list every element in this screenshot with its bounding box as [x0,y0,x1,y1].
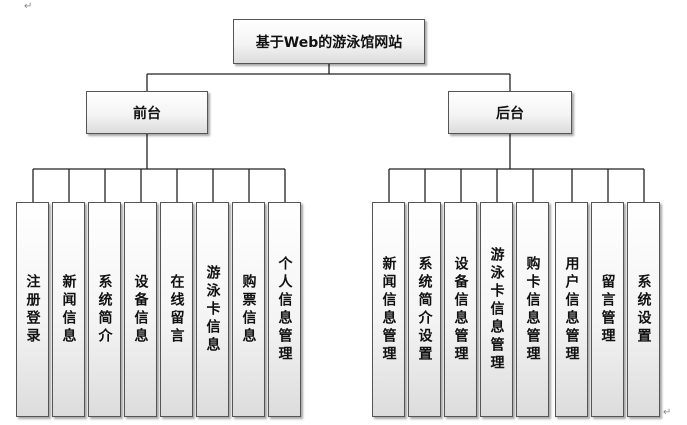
front-module-node: 游泳卡信息 [196,202,229,417]
root-node: 基于Web的游泳馆网站 [233,19,425,64]
front-module-label: 游泳卡信息 [204,264,221,355]
back-module-label: 购卡信息管理 [524,255,541,364]
front-module-node: 在线留言 [160,202,193,417]
back-module-node: 系统简介设置 [408,202,441,417]
front-module-label: 在线留言 [168,273,185,346]
paragraph-mark-icon: ↵ [663,407,672,418]
front-module-label: 设备信息 [132,273,149,346]
front-module-node: 个人信息管理 [268,202,301,417]
back-module-node: 用户信息管理 [555,202,588,417]
front-module-label: 新闻信息 [60,273,77,346]
back-module-node: 设备信息管理 [444,202,477,417]
front-module-node: 注册登录 [16,202,49,417]
back-module-label: 系统设置 [635,273,652,346]
front-module-node: 新闻信息 [52,202,85,417]
back-module-node: 游泳卡信息管理 [480,202,513,417]
back-module-node: 系统设置 [627,202,660,417]
paragraph-mark-icon: ↵ [24,1,33,12]
back-module-node: 留言管理 [591,202,624,417]
back-module-label: 设备信息管理 [452,255,469,364]
back-module-label: 用户信息管理 [563,255,580,364]
back-module-label: 游泳卡信息管理 [488,246,505,373]
back-module-label: 留言管理 [599,273,616,346]
back-branch-node: 后台 [448,91,572,134]
front-module-label: 购票信息 [240,273,257,346]
front-module-node: 系统简介 [88,202,121,417]
front-module-label: 注册登录 [24,273,41,346]
back-module-label: 新闻信息管理 [380,255,397,364]
front-module-label: 系统简介 [96,273,113,346]
front-branch-node: 前台 [86,91,208,134]
back-module-node: 购卡信息管理 [516,202,549,417]
front-module-node: 购票信息 [232,202,265,417]
back-module-label: 系统简介设置 [416,255,433,364]
back-module-node: 新闻信息管理 [372,202,405,417]
root-label: 基于Web的游泳馆网站 [255,34,403,51]
front-module-label: 个人信息管理 [276,255,293,364]
front-module-node: 设备信息 [124,202,157,417]
front-branch-label: 前台 [133,105,161,122]
back-branch-label: 后台 [496,105,524,122]
